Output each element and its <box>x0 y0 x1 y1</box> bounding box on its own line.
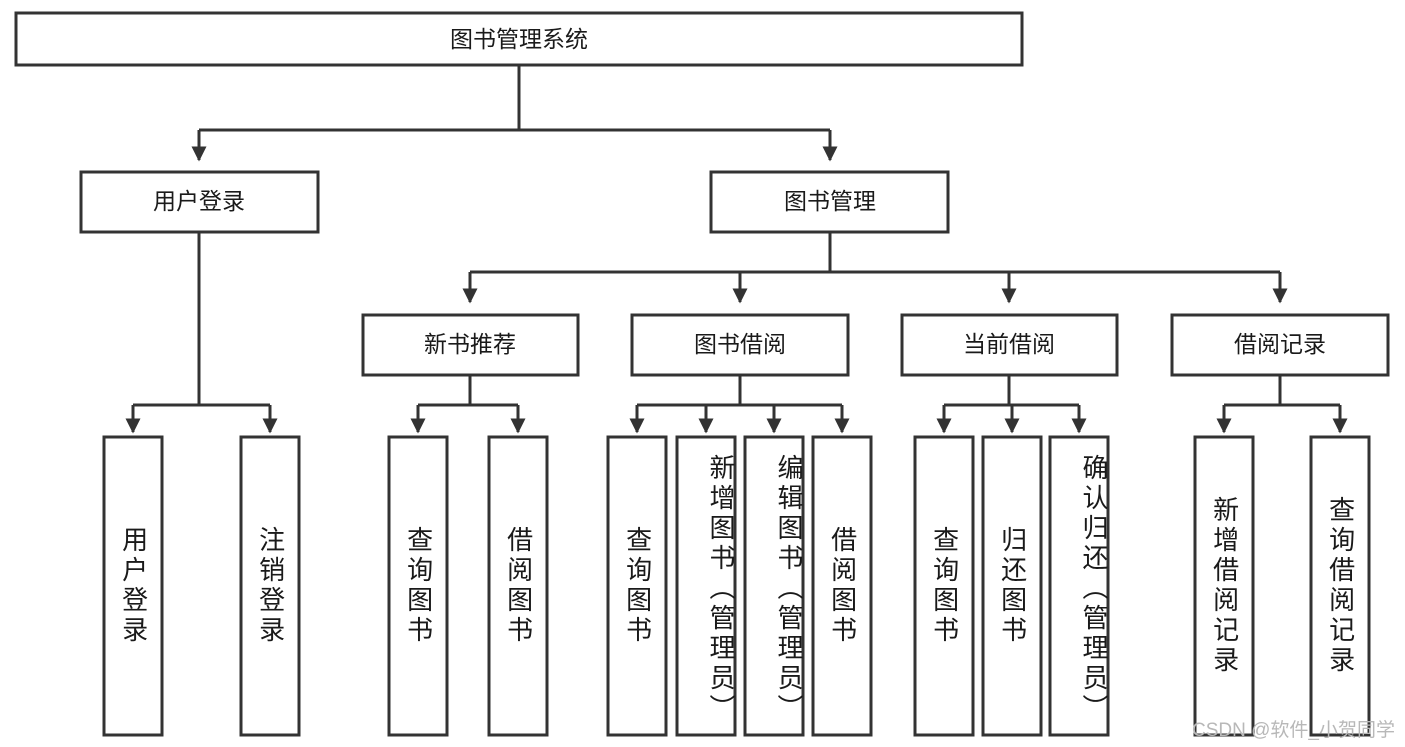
connector-bookborrow-to-leaves <box>629 375 850 434</box>
leaf-box-book-borrow-1[interactable] <box>675 435 737 737</box>
leaf-box-book-borrow-0[interactable] <box>606 435 668 737</box>
connector-currentborrow-to-leaves <box>936 375 1087 434</box>
node-current-borrow[interactable]: 当前借阅 <box>900 313 1119 377</box>
book-borrow-label: 图书借阅 <box>694 331 786 357</box>
leaf-box-book-borrow-3[interactable] <box>811 435 873 737</box>
connector-root-to-level2 <box>191 65 838 162</box>
leaf-box-current-borrow-0[interactable] <box>913 435 975 737</box>
user-login-box[interactable] <box>79 170 320 234</box>
root-box[interactable] <box>14 11 1024 67</box>
leaf-box-new-book-rec-0[interactable] <box>387 435 449 737</box>
leaf-box-borrow-record-0[interactable] <box>1193 435 1255 737</box>
node-new-book-rec[interactable]: 新书推荐 <box>361 313 580 377</box>
borrow-record-label: 借阅记录 <box>1234 331 1326 357</box>
csdn-watermark: CSDN @软件_小贺同学 <box>1192 720 1395 741</box>
current-borrow-label: 当前借阅 <box>963 331 1055 357</box>
leaf-box-user-login-0[interactable] <box>102 435 164 737</box>
connector-userlogin-to-leaves <box>125 232 278 434</box>
new-book-rec-label: 新书推荐 <box>424 331 516 357</box>
leaf-box-new-book-rec-1[interactable] <box>487 435 549 737</box>
leaf-box-current-borrow-1[interactable] <box>981 435 1043 737</box>
leaf-box-book-borrow-2[interactable] <box>743 435 805 737</box>
new-book-rec-box[interactable] <box>361 313 580 377</box>
node-borrow-record[interactable]: 借阅记录 <box>1170 313 1390 377</box>
leaf-box-borrow-record-1[interactable] <box>1309 435 1371 737</box>
root-label: 图书管理系统 <box>450 26 588 52</box>
node-book-borrow[interactable]: 图书借阅 <box>630 313 850 377</box>
connector-newbookrec-to-leaves <box>410 375 526 434</box>
node-user-login[interactable]: 用户登录 <box>79 170 320 234</box>
book-manage-label: 图书管理 <box>784 188 876 214</box>
leaf-box-user-login-1[interactable] <box>239 435 301 737</box>
connector-borrowrecord-to-leaves <box>1216 375 1348 434</box>
node-book-manage[interactable]: 图书管理 <box>709 170 950 234</box>
leaf-box-current-borrow-2[interactable] <box>1048 435 1110 737</box>
user-login-label: 用户登录 <box>153 188 245 214</box>
connector-bookmanage-to-level3 <box>462 232 1288 304</box>
current-borrow-box[interactable] <box>900 313 1119 377</box>
node-root[interactable]: 图书管理系统 <box>14 11 1024 67</box>
